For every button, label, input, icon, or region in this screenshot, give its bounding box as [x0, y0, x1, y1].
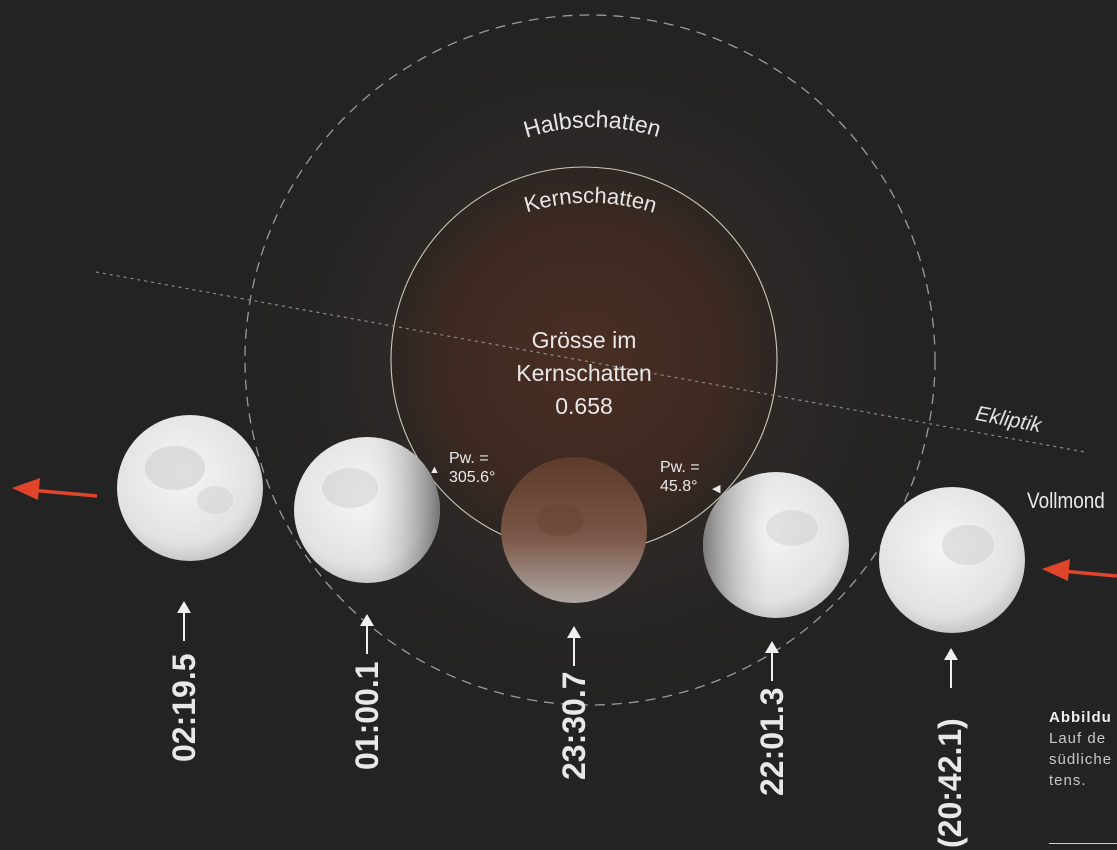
- magnitude-label: Grösse im Kernschatten 0.658: [484, 324, 684, 423]
- position-angle-2: ◀ Pw. = 45.8°: [660, 458, 720, 496]
- moon-5: [879, 487, 1025, 633]
- caption-line2: südliche: [1049, 751, 1113, 768]
- moon-3-eclipsed: [501, 457, 647, 603]
- magnitude-value: 0.658: [555, 393, 613, 419]
- caption-line3: tens.: [1049, 772, 1087, 789]
- position-angle-1-value: 305.6°: [449, 469, 496, 486]
- time-arrow-5: [944, 648, 958, 688]
- penumbra-boundary: [244, 14, 936, 706]
- time-label-5: (20:42.1): [932, 718, 968, 848]
- time-arrow-3: [567, 626, 581, 666]
- time-label-4: 22:01.3: [754, 687, 790, 796]
- caption-title: Abbildu: [1049, 709, 1112, 726]
- time-arrow-2: [360, 614, 374, 654]
- caption-rule: [1049, 843, 1117, 844]
- umbra-disc: [391, 167, 777, 553]
- position-angle-1: ▲ Pw. = 305.6°: [429, 449, 496, 487]
- full-moon-label: Vollmond: [1027, 488, 1105, 513]
- magnitude-line1: Grösse im: [531, 327, 637, 353]
- moon-1: [117, 415, 263, 561]
- motion-arrow-right: [1042, 559, 1117, 581]
- caption-line1: Lauf de: [1049, 730, 1107, 747]
- time-label-1: 02:19.5: [166, 653, 202, 762]
- moon-2: [294, 437, 440, 583]
- triangle-icon: ▲: [429, 464, 440, 476]
- motion-arrow-left: [12, 478, 98, 500]
- triangle-icon: ◀: [712, 483, 721, 495]
- moon-4: [703, 472, 849, 618]
- time-label-2: 01:00.1: [349, 661, 385, 770]
- time-label-3: 23:30.7: [556, 671, 592, 780]
- position-angle-2-value: 45.8°: [660, 478, 698, 495]
- time-arrow-1: [177, 601, 191, 641]
- position-angle-1-label: Pw. =: [449, 450, 489, 467]
- magnitude-line2: Kernschatten: [516, 360, 652, 386]
- figure-caption: Abbildu Lauf de südliche tens.: [1049, 707, 1117, 791]
- time-arrow-4: [765, 641, 779, 681]
- position-angle-2-label: Pw. =: [660, 459, 700, 476]
